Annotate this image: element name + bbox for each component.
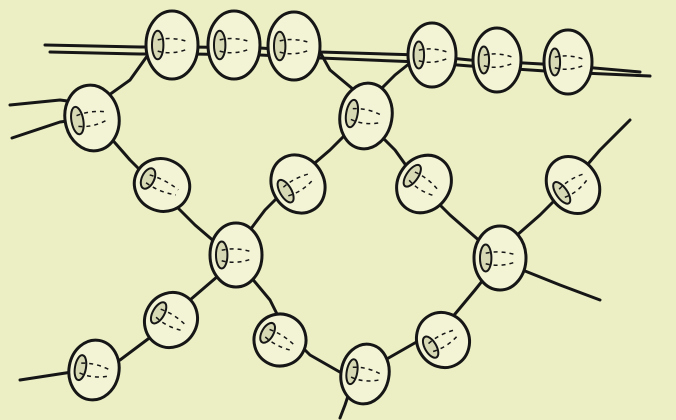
bead-thread-dash <box>414 171 440 191</box>
bead-thread-dash <box>350 118 381 125</box>
bead-thread-dash <box>160 308 187 326</box>
bead-thread-dash <box>264 336 293 352</box>
bead-thread-dash <box>279 49 310 55</box>
bead-thread-dash <box>157 48 188 54</box>
bead-thread-dash <box>149 174 179 191</box>
bead-thread-dash <box>408 179 435 197</box>
bead-thread-dash <box>145 182 177 196</box>
bead-hole <box>402 163 422 188</box>
bead-body <box>206 9 262 81</box>
bead-body <box>144 9 200 81</box>
bead-body <box>542 28 594 96</box>
bead-hole <box>412 40 426 70</box>
bead <box>144 9 200 81</box>
bead-body <box>472 224 528 292</box>
bead-hole <box>150 29 165 61</box>
bead <box>471 26 523 94</box>
bead-layer <box>63 9 602 406</box>
bead-thread-dash <box>221 258 252 264</box>
bead-thread-dash <box>554 65 583 71</box>
bead-thread-dash <box>564 178 588 199</box>
bead <box>252 312 308 368</box>
bead-hole <box>70 105 85 136</box>
bead-thread-dash <box>485 251 516 256</box>
bead-hole <box>139 167 157 190</box>
bead-thread-dash <box>418 58 447 64</box>
bead <box>395 153 453 215</box>
bead-thread-dash <box>279 38 310 44</box>
thread-strand <box>508 263 602 302</box>
bead-body <box>208 221 264 289</box>
bead-thread-dash <box>558 173 584 190</box>
bead-thread-dash <box>483 53 512 58</box>
bead <box>338 81 394 151</box>
bead-thread-dash <box>157 37 188 43</box>
bead <box>414 310 472 370</box>
bead-thread-dash <box>221 248 252 253</box>
bead-hole <box>548 47 562 77</box>
bead-thread-dash <box>269 328 296 347</box>
bead-thread-dash <box>485 261 516 267</box>
bead-thread-dash <box>155 316 183 332</box>
bead-thread-dash <box>483 63 512 69</box>
bead <box>339 342 391 406</box>
bead-hole <box>478 243 493 273</box>
bead <box>63 83 121 153</box>
bead-thread-dash <box>78 118 110 128</box>
bead-hole <box>272 30 287 62</box>
bead-thread-dash <box>76 110 108 117</box>
bead <box>142 290 200 350</box>
bead <box>269 153 327 215</box>
bead-hole <box>552 181 572 205</box>
bead-hole <box>276 178 295 204</box>
bead-thread-dash <box>432 334 459 353</box>
bead-thread-dash <box>352 107 383 117</box>
bead-hole <box>477 45 491 75</box>
bead <box>266 10 322 82</box>
bead <box>406 21 458 89</box>
bead <box>542 28 594 96</box>
bead-thread-dash <box>350 376 379 382</box>
bead-body <box>471 26 523 94</box>
bead-thread-dash <box>554 55 583 60</box>
bead-hole <box>259 321 276 344</box>
bead-thread-dash <box>282 172 311 188</box>
bead-hole <box>149 301 168 325</box>
bead-thread-dash <box>79 372 109 378</box>
bead-thread-dash <box>219 48 250 54</box>
bead <box>208 221 264 289</box>
bead-thread-dash <box>428 329 456 345</box>
bead-body <box>266 10 322 82</box>
bead <box>206 9 262 81</box>
bead-thread-dash <box>418 48 447 53</box>
bead-thread-dash <box>81 362 110 371</box>
bead <box>67 338 121 402</box>
bead <box>132 157 192 213</box>
bead-hole <box>212 29 227 61</box>
bead <box>544 155 602 215</box>
bead <box>472 224 528 292</box>
bead-thread-dash <box>352 366 381 375</box>
bead-thread-dash <box>288 178 314 197</box>
bead-hole <box>421 335 440 359</box>
bead-body <box>406 21 458 89</box>
bead-hole <box>214 240 229 270</box>
bead-thread-dash <box>219 37 250 43</box>
bead-hole <box>344 98 360 129</box>
